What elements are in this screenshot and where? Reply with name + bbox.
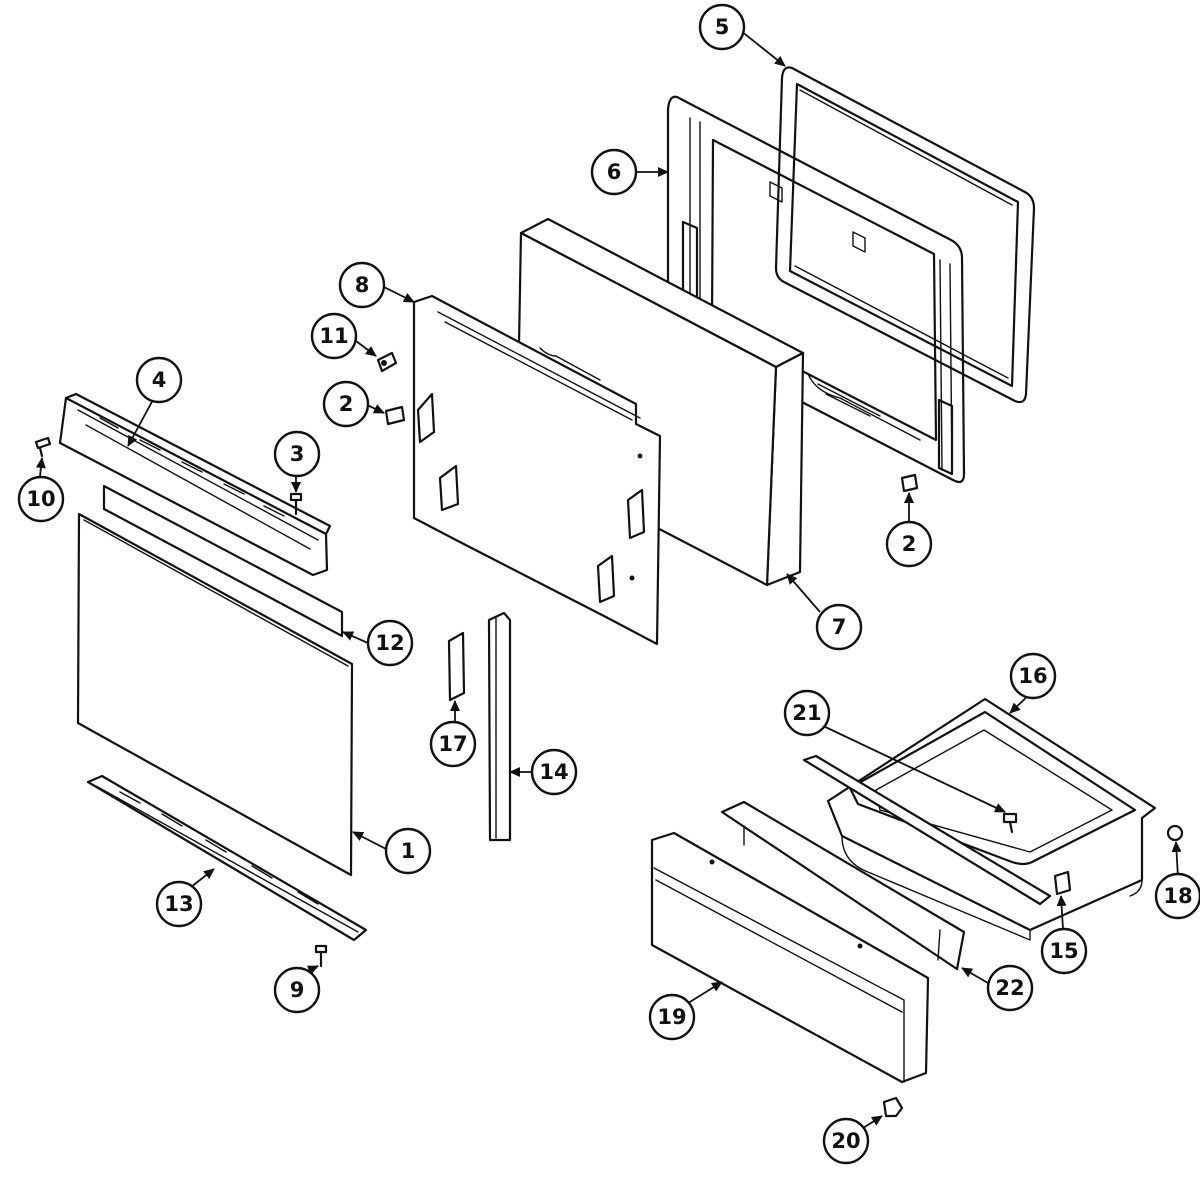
callout-13: 13 — [155, 880, 203, 928]
callout-label: 17 — [438, 732, 467, 756]
part-2-spacer-right — [900, 473, 919, 493]
part-4-vent-trim — [58, 392, 332, 577]
part-19-drawer-front — [650, 831, 930, 1084]
callout-8: 8 — [338, 261, 386, 309]
callout-3: 3 — [273, 430, 321, 478]
part-10-screw — [34, 436, 52, 458]
callout-1: 1 — [384, 827, 432, 875]
callout-7: 7 — [815, 603, 863, 651]
callout-label: 12 — [375, 631, 404, 655]
part-8-inner-panel — [412, 294, 662, 646]
callout-10: 10 — [17, 475, 65, 523]
callout-16: 16 — [1009, 652, 1057, 700]
callout-label: 2 — [339, 392, 354, 416]
part-16-drawer-tray — [826, 697, 1157, 941]
part-13-bottom-trim — [86, 774, 368, 942]
callout-4: 4 — [135, 356, 183, 404]
callout-20: 20 — [822, 1117, 870, 1165]
part-22-drawer-strip — [720, 800, 966, 971]
callout-17: 17 — [429, 720, 477, 768]
callout-15: 15 — [1040, 927, 1088, 975]
callout-label: 15 — [1049, 939, 1078, 963]
callout-label: 18 — [1163, 884, 1192, 908]
part-18-bumper — [1166, 824, 1184, 842]
part-1-door-panel — [76, 512, 354, 877]
callout-label: 8 — [355, 273, 370, 297]
part-17-strip — [447, 631, 466, 702]
callout-label: 20 — [831, 1129, 860, 1153]
callout-label: 9 — [290, 978, 305, 1002]
callout-label: 3 — [290, 442, 305, 466]
callout-label: 6 — [607, 160, 622, 184]
callout-label: 19 — [657, 1005, 686, 1029]
part-6-inner-frame — [666, 95, 966, 484]
callout-18: 18 — [1154, 872, 1200, 920]
callout-label: 13 — [164, 892, 193, 916]
part-drawer-rail — [802, 754, 1052, 906]
callout-label: 11 — [319, 324, 348, 348]
callout-14: 14 — [530, 748, 578, 796]
part-5-gasket — [774, 66, 1036, 404]
part-9-screw — [314, 944, 328, 968]
part-7-insulation — [515, 217, 805, 587]
callout-label: 16 — [1018, 664, 1047, 688]
part-20-knob — [882, 1096, 904, 1118]
callout-label: 22 — [995, 976, 1024, 1000]
callout-6: 6 — [590, 148, 638, 196]
part-12-glass-strip — [102, 484, 344, 638]
part-15-bumper — [1053, 870, 1072, 896]
callout-11: 11 — [310, 312, 358, 360]
callout-2b: 2 — [885, 520, 933, 568]
part-2-spacer-left — [384, 405, 406, 426]
part-11-clip — [376, 351, 398, 373]
callout-12: 12 — [366, 619, 414, 667]
part-3-screw — [289, 492, 303, 516]
callout-2a: 2 — [322, 380, 370, 428]
callout-9: 9 — [273, 966, 321, 1014]
callout-5: 5 — [698, 3, 746, 51]
callout-label: 21 — [792, 701, 821, 725]
part-21-screw — [1002, 812, 1018, 834]
callout-19: 19 — [648, 993, 696, 1041]
callout-21: 21 — [783, 689, 831, 737]
callout-label: 14 — [539, 760, 568, 784]
callout-label: 10 — [26, 487, 55, 511]
callout-label: 5 — [715, 15, 730, 39]
callout-label: 4 — [152, 368, 167, 392]
callout-label: 1 — [401, 839, 416, 863]
callout-22: 22 — [986, 964, 1034, 1012]
part-14-vertical-strip — [487, 611, 512, 842]
callout-label: 2 — [902, 532, 917, 556]
callout-label: 7 — [832, 615, 847, 639]
